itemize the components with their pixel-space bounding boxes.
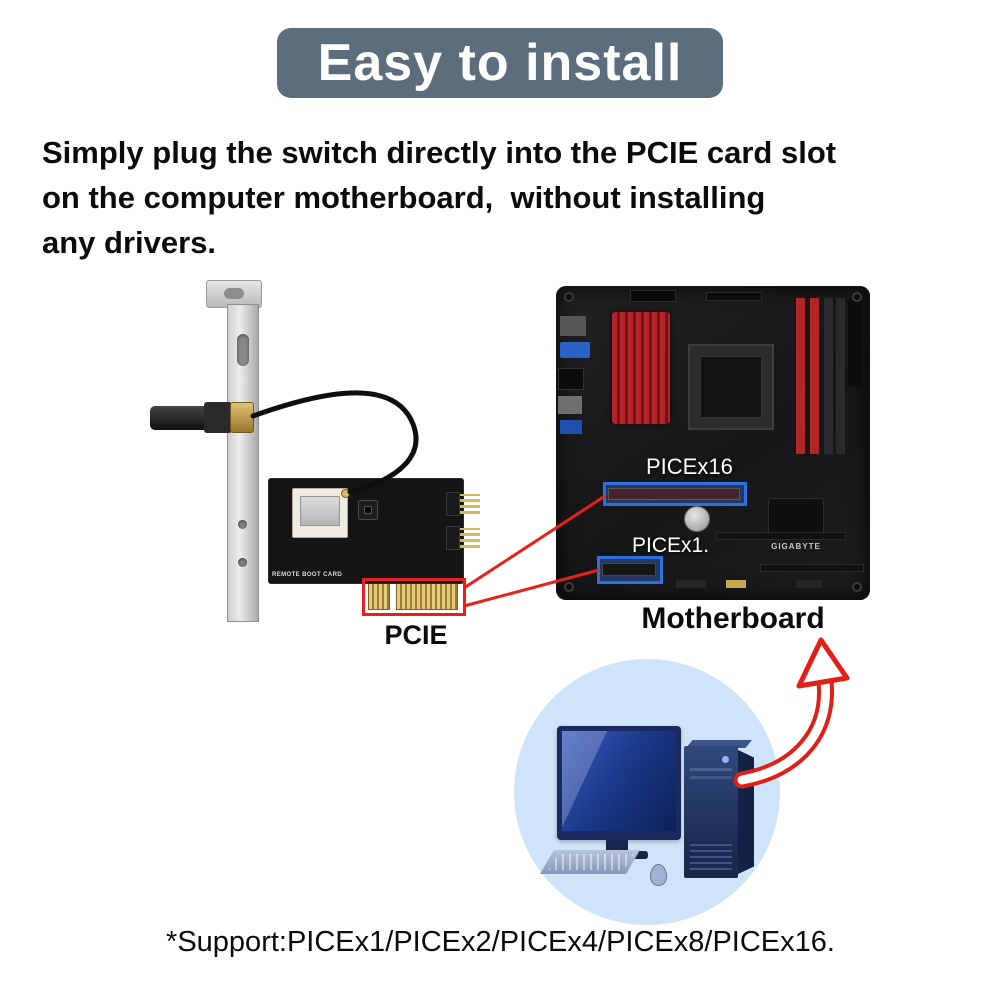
chipset-heatsink: [768, 498, 824, 538]
keyboard-keys: [548, 854, 634, 870]
front-panel-header: [676, 580, 706, 588]
antenna-connector: [204, 402, 232, 433]
cable-solder-pad: [341, 489, 350, 498]
pc-drive-bay: [690, 776, 732, 779]
pcie-edge-finger: [396, 584, 458, 610]
pcie-edge-finger: [368, 584, 390, 610]
support-note: *Support:PICEx1/PICEx2/PICEx4/PICEx8/PIC…: [166, 926, 835, 958]
card-push-button-cap: [364, 506, 372, 514]
card-bracket-hole: [238, 520, 247, 529]
sma-nut: [230, 402, 254, 433]
pciex1-slot-label: PICEx1.: [632, 534, 710, 557]
pc-vent-grill: [690, 840, 732, 870]
keyboard: [540, 850, 640, 874]
screw-hole: [852, 582, 862, 592]
usb-port: [558, 368, 584, 390]
banner-title: Easy to install: [317, 34, 683, 92]
screw-hole: [564, 582, 574, 592]
ram-slot: [836, 298, 845, 454]
pc-tower-top: [686, 740, 752, 748]
card-bracket-slot-hole: [237, 334, 249, 366]
monitor-screen-glare: [562, 731, 676, 831]
intro-line-1: Simply plug the switch directly into the…: [42, 135, 837, 170]
pcie-label: PCIE: [384, 620, 448, 650]
io-port: [560, 316, 586, 336]
mouse: [650, 864, 667, 886]
vga-port: [560, 342, 590, 358]
monitor-screen: [562, 731, 676, 831]
pciex16-slot: [608, 488, 740, 500]
pc-tower-side: [738, 750, 754, 874]
intro-line-3: any drivers.: [42, 225, 217, 260]
wifi-module-shield: [300, 496, 340, 526]
m2-slot: [760, 564, 864, 572]
fan-header: [630, 290, 676, 302]
pciex1-slot: [602, 563, 656, 576]
screw-hole: [852, 292, 862, 302]
front-panel-header: [796, 580, 822, 588]
monitor-stand-neck: [606, 840, 628, 852]
pc-power-button: [722, 756, 729, 763]
curved-arrow-head: [796, 637, 850, 689]
card-bracket-hole: [238, 558, 247, 567]
cmos-battery: [684, 506, 710, 532]
cpu-socket-inner: [700, 356, 762, 418]
intro-text: Simply plug the switch directly into the…: [42, 130, 977, 265]
motherboard-label: Motherboard: [641, 602, 825, 635]
card-bracket-tab-hole: [224, 288, 244, 299]
power-header: [706, 292, 762, 301]
vrm-heatsink: [612, 312, 670, 424]
pciex16-slot-label: PICEx16: [646, 454, 733, 479]
intro-line-2: on the computer motherboard, without ins…: [42, 180, 766, 215]
usb-port: [560, 420, 582, 434]
card-silkscreen-text: REMOTE BOOT CARD: [272, 572, 343, 578]
motherboard-image: GIGABYTE PICEx16 PICEx1.: [556, 286, 870, 600]
screw-hole: [564, 292, 574, 302]
header-pins: [460, 528, 480, 548]
ram-slot: [810, 298, 819, 454]
ram-slot: [824, 298, 833, 454]
pc-drive-bay: [690, 768, 732, 771]
m2-slot: [716, 532, 846, 540]
ram-slot: [796, 298, 805, 454]
banner: Easy to install: [277, 28, 723, 98]
pcie-connector-highlight: [362, 578, 466, 616]
pin-header: [446, 526, 460, 550]
io-port: [558, 396, 582, 414]
motherboard-brand: GIGABYTE: [771, 542, 821, 551]
atx-power-connector: [848, 300, 862, 386]
header-pins: [460, 494, 480, 514]
front-panel-header: [726, 580, 746, 588]
pin-header: [446, 492, 460, 516]
